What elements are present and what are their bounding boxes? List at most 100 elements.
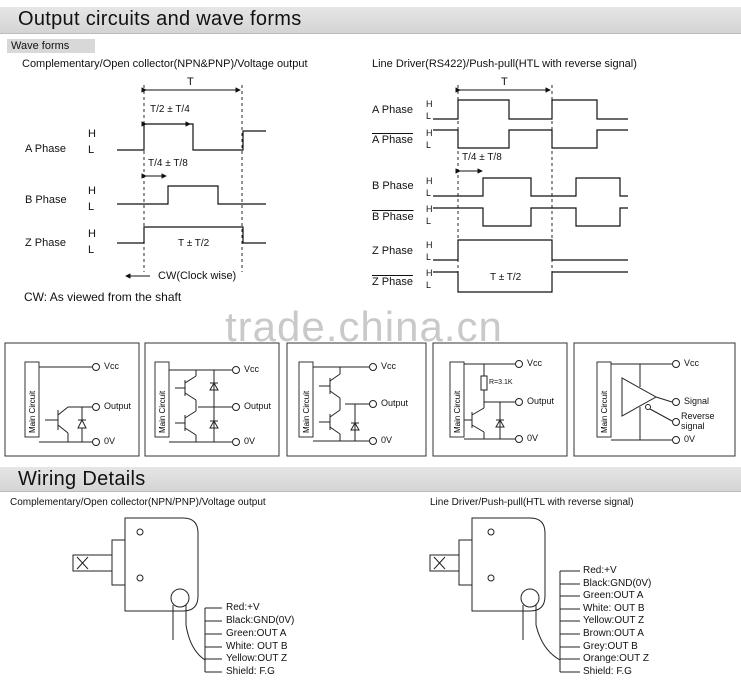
a-bar-phase-waveform <box>433 129 628 149</box>
wire-label: White: OUT B <box>226 641 288 652</box>
wiring-left-title: Complementary/Open collector(NPN/PNP)/Vo… <box>10 497 266 508</box>
low-level-label: L <box>426 188 432 198</box>
low-level-label: L <box>426 111 432 121</box>
output-label: Output <box>244 401 272 411</box>
z-phase-label: Z Phase <box>25 237 66 249</box>
output-label: Output <box>527 396 555 406</box>
a-phase-waveform <box>433 99 628 120</box>
b-phase-waveform <box>433 177 628 197</box>
high-level-label: H <box>88 228 96 240</box>
output-label: Output <box>381 398 409 408</box>
a-bar-phase-label: A Phase <box>372 134 413 146</box>
low-level-label: L <box>426 216 432 226</box>
left-phase-shift-label: T/2 ± T/4 <box>150 104 190 115</box>
low-level-label: L <box>426 140 432 150</box>
low-level-label: L <box>88 144 95 156</box>
high-level-label: H <box>88 128 96 140</box>
a-phase-waveform <box>117 123 266 151</box>
wire-label: Black:GND(0V) <box>226 615 295 626</box>
main-circuit-label: Main Circuit <box>302 390 311 433</box>
right-period-label: T <box>501 76 508 88</box>
reverse-signal-label: signal <box>681 421 705 431</box>
right-b-shift-label: T/4 ± T/8 <box>462 152 502 163</box>
wire-label: Shield: F.G <box>226 666 275 677</box>
wiring-section-banner: Wiring Details <box>0 467 741 492</box>
vcc-label: Vcc <box>381 361 397 371</box>
high-level-label: H <box>426 204 433 214</box>
wire-label: Red:+V <box>583 565 617 576</box>
output-section-banner: Output circuits and wave forms <box>0 7 741 34</box>
right-z-width-label: T ± T/2 <box>490 272 522 283</box>
wave-forms-tag: Wave forms <box>7 39 95 53</box>
main-circuit-label: Main Circuit <box>453 390 462 433</box>
wire-label: Grey:OUT B <box>583 641 638 652</box>
circuit-2-complementary <box>169 366 240 446</box>
low-level-label: L <box>426 252 432 262</box>
left-period-label: T <box>187 76 194 88</box>
wire-label: Yellow:OUT Z <box>226 653 288 664</box>
circuit-4-open-collector-r <box>464 360 523 443</box>
zero-v-label: 0V <box>381 435 393 445</box>
b-phase-label: B Phase <box>372 180 414 192</box>
wire-label: Black:GND(0V) <box>583 578 652 589</box>
main-circuit-label: Main Circuit <box>158 390 167 433</box>
left-z-width-label: T ± T/2 <box>178 238 210 249</box>
zero-v-label: 0V <box>104 436 116 446</box>
wire-label: Green:OUT A <box>583 590 644 601</box>
vcc-label: Vcc <box>104 361 120 371</box>
high-level-label: H <box>426 99 433 109</box>
z-phase-label: Z Phase <box>372 245 413 257</box>
zero-v-label: 0V <box>527 433 539 443</box>
wire-label: Red:+V <box>226 602 260 613</box>
reverse-signal-label: Reverse <box>681 411 715 421</box>
right-waveform-diagram <box>433 85 628 293</box>
cw-note: CW: As viewed from the shaft <box>24 290 182 304</box>
circuit-3-voltage <box>313 363 377 445</box>
wire-label: Orange:OUT Z <box>583 653 649 664</box>
high-level-label: H <box>88 185 96 197</box>
signal-label: Signal <box>684 396 710 406</box>
z-phase-waveform <box>117 226 266 244</box>
wire-label: Shield: F.G <box>583 666 632 677</box>
circuit-panels <box>4 342 736 457</box>
circuit-1-npn <box>39 363 100 446</box>
right-wave-title: Line Driver(RS422)/Push-pull(HTL with re… <box>372 58 637 70</box>
left-waveform-diagram <box>117 85 266 279</box>
wire-label: Green:OUT A <box>226 628 287 639</box>
resistor-label: R=3.1K <box>489 379 513 386</box>
watermark-text: trade.china.cn <box>225 303 503 350</box>
left-wave-title: Complementary/Open collector(NPN&PNP)/Vo… <box>22 58 308 70</box>
a-phase-label: A Phase <box>372 104 413 116</box>
low-level-label: L <box>426 280 432 290</box>
circuit-5-line-driver <box>611 360 680 444</box>
z-bar-phase-label: Z Phase <box>372 276 413 288</box>
low-level-label: L <box>88 244 95 256</box>
main-circuit-label: Main Circuit <box>600 390 609 433</box>
high-level-label: H <box>426 268 433 278</box>
high-level-label: H <box>426 240 433 250</box>
main-circuit-label: Main Circuit <box>28 390 37 433</box>
high-level-label: H <box>426 128 433 138</box>
zero-v-label: 0V <box>244 436 256 446</box>
wiring-section-title: Wiring Details <box>18 468 146 490</box>
wire-label: Brown:OUT A <box>583 628 644 639</box>
left-b-shift-label: T/4 ± T/8 <box>148 158 188 169</box>
wiring-right-title: Line Driver/Push-pull(HTL with reverse s… <box>430 497 634 508</box>
cw-label: CW(Clock wise) <box>158 270 237 282</box>
output-label: Output <box>104 401 132 411</box>
b-phase-waveform <box>117 185 266 205</box>
vcc-label: Vcc <box>244 364 260 374</box>
z-phase-waveform <box>433 239 628 261</box>
z-bar-phase-waveform <box>433 271 628 293</box>
left-encoder-drawing <box>72 517 222 673</box>
a-phase-label: A Phase <box>25 143 66 155</box>
wire-label: Yellow:OUT Z <box>583 615 645 626</box>
watermark-band <box>0 302 741 340</box>
low-level-label: L <box>88 201 95 213</box>
output-section-title: Output circuits and wave forms <box>18 8 302 30</box>
right-encoder-drawing <box>429 517 580 673</box>
b-phase-label: B Phase <box>25 194 67 206</box>
wire-label: White: OUT B <box>583 603 645 614</box>
b-bar-phase-waveform <box>433 207 628 227</box>
